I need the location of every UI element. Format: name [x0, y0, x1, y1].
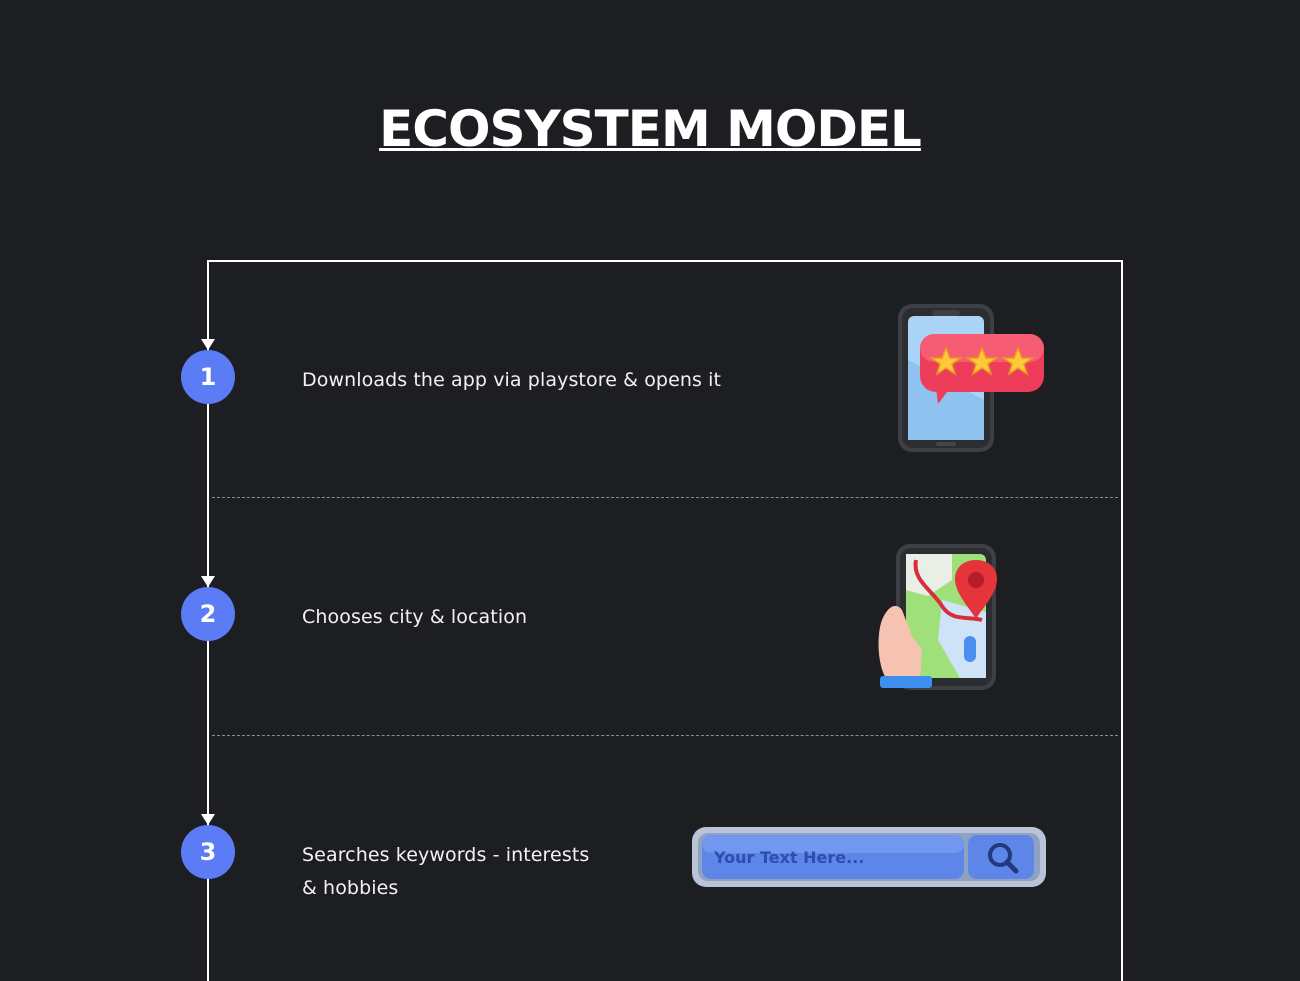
arrow-down-icon: [201, 814, 215, 825]
step-divider: [212, 735, 1118, 736]
phone-map-location-icon: [878, 544, 998, 690]
step-divider: [212, 497, 1118, 498]
step-number-badge: 2: [181, 587, 235, 641]
flow-frame-right: [1121, 260, 1123, 981]
search-placeholder-text: Your Text Here...: [713, 848, 864, 867]
arrow-down-icon: [201, 339, 215, 350]
step-description-line1: Searches keywords - interests: [302, 844, 590, 866]
step-description-line2: & hobbies: [302, 877, 399, 899]
step-description: Searches keywords - interests & hobbies: [302, 839, 589, 905]
arrow-down-icon: [201, 576, 215, 587]
step-number-badge: 1: [181, 350, 235, 404]
step-description: Chooses city & location: [302, 606, 528, 628]
search-bar-icon: Your Text Here...: [692, 827, 1046, 887]
flow-frame-top: [208, 260, 1123, 262]
page-title: ECOSYSTEM MODEL: [379, 100, 922, 158]
step-number-badge: 3: [181, 825, 235, 879]
phone-rating-icon: [898, 304, 1044, 452]
step-description: Downloads the app via playstore & opens …: [302, 369, 722, 391]
